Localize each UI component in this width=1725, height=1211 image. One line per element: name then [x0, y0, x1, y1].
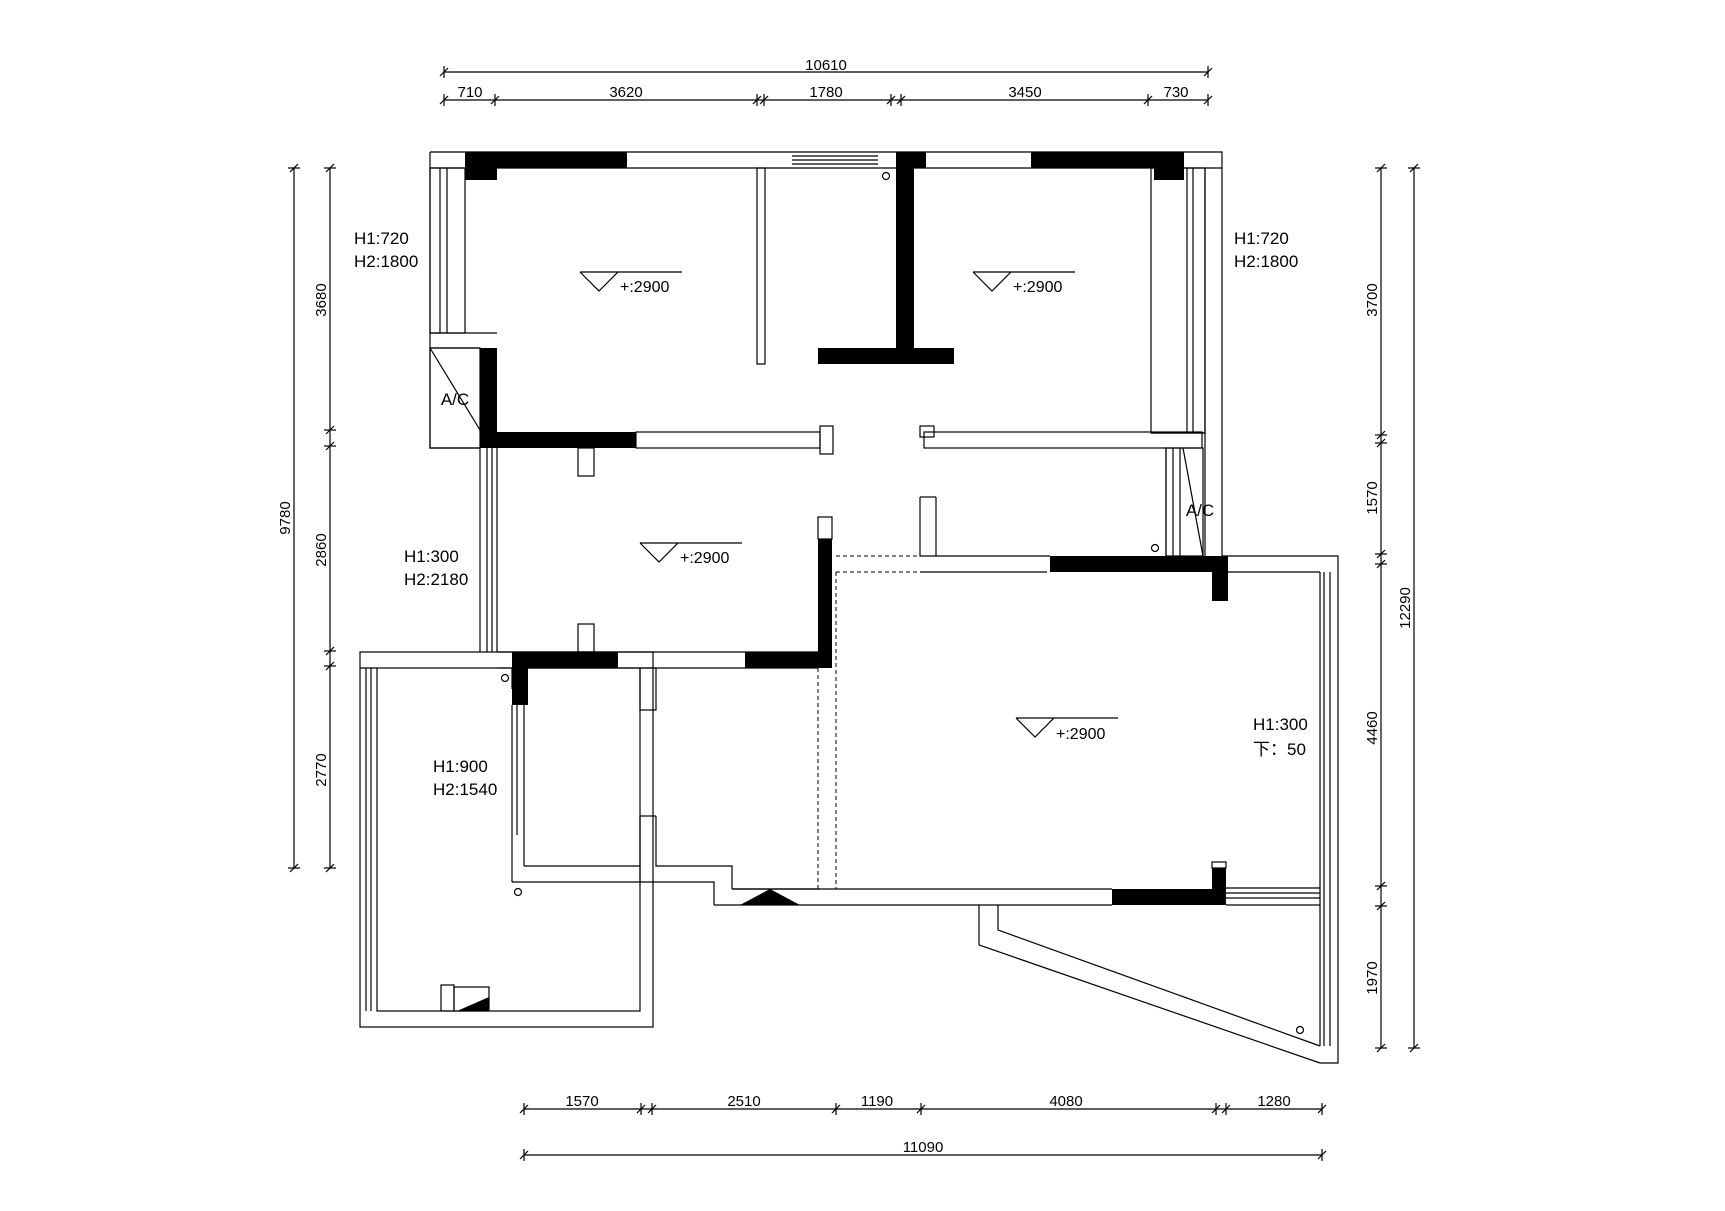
ceiling-level-value: +:2900: [1056, 726, 1105, 743]
ceiling-level-value: +:2900: [1013, 279, 1062, 296]
dim-left-seg: 2860: [313, 533, 330, 566]
window-note-lower-left: H1:900 H2:1540: [433, 757, 497, 799]
window-note-upper-right: H1:720 H2:1800: [1234, 229, 1298, 271]
bottom-dimensions: 1570 2510 1190 4080 1280 11090: [519, 1093, 1327, 1161]
dim-right-seg: 1570: [1364, 481, 1381, 514]
window-note-line: H1:720: [354, 229, 409, 248]
fixture-circles: [500, 171, 1305, 1035]
dim-top-seg: 730: [1163, 84, 1188, 101]
ceiling-level-marker-hall: +:2900: [639, 542, 742, 567]
dashed-openings: [817, 555, 920, 889]
ceiling-level-marker-bedroom-left: +:2900: [579, 271, 682, 296]
window-note-line: H1:300: [404, 547, 459, 566]
window-note-upper-left: H1:720 H2:1800: [354, 229, 418, 271]
window-note-middle-left: H1:300 H2:2180: [404, 547, 468, 589]
window-note-right: H1:300 下：50: [1253, 715, 1308, 759]
window-note-line: H2:2180: [404, 570, 468, 589]
dim-left-seg: 2770: [313, 753, 330, 786]
dim-bottom-seg: 1280: [1257, 1093, 1290, 1110]
dim-top-seg: 710: [457, 84, 482, 101]
dim-left-seg: 3680: [313, 283, 330, 316]
window-note-line: H1:900: [433, 757, 488, 776]
window-note-line: H2:1540: [433, 780, 497, 799]
window-note-line: H2:1800: [1234, 252, 1298, 271]
window-note-line: H1:300: [1253, 715, 1308, 734]
dim-bottom-seg: 1570: [565, 1093, 598, 1110]
ceiling-level-marker-bedroom-right: +:2900: [972, 271, 1075, 296]
structural-walls: [457, 152, 1228, 1011]
ceiling-level-value: +:2900: [620, 279, 669, 296]
dim-right-seg: 3700: [1364, 283, 1381, 316]
ac-label-left: A/C: [441, 390, 469, 409]
window-note-line: 下：50: [1253, 740, 1306, 759]
dim-right-seg: 1970: [1364, 961, 1381, 994]
ac-label-right: A/C: [1186, 501, 1214, 520]
dim-bottom-seg: 1190: [861, 1093, 893, 1110]
window-note-line: H1:720: [1234, 229, 1289, 248]
dim-bottom-seg: 2510: [727, 1093, 760, 1110]
dim-left-total: 9780: [277, 501, 294, 534]
ceiling-level-marker-living: +:2900: [1015, 717, 1118, 743]
dim-top-seg: 3450: [1008, 84, 1041, 101]
wall-outlines: [359, 151, 1339, 1064]
top-dimensions: 10610 710 3620 1780 3450 730: [439, 57, 1213, 106]
dim-right-seg: 4460: [1364, 711, 1381, 744]
ceiling-level-value: +:2900: [680, 550, 729, 567]
dim-right-total: 12290: [1397, 587, 1414, 629]
dim-top-total: 10610: [805, 57, 847, 74]
left-dimensions: 9780 3680 2860 2770: [277, 163, 336, 873]
dim-bottom-total: 11090: [903, 1139, 944, 1156]
dim-top-seg: 3620: [609, 84, 642, 101]
window-note-line: H2:1800: [354, 252, 418, 271]
dim-bottom-seg: 4080: [1049, 1093, 1082, 1110]
dim-top-seg: 1780: [809, 84, 842, 101]
right-dimensions: 3700 1570 4460 1970 12290: [1364, 163, 1420, 1053]
